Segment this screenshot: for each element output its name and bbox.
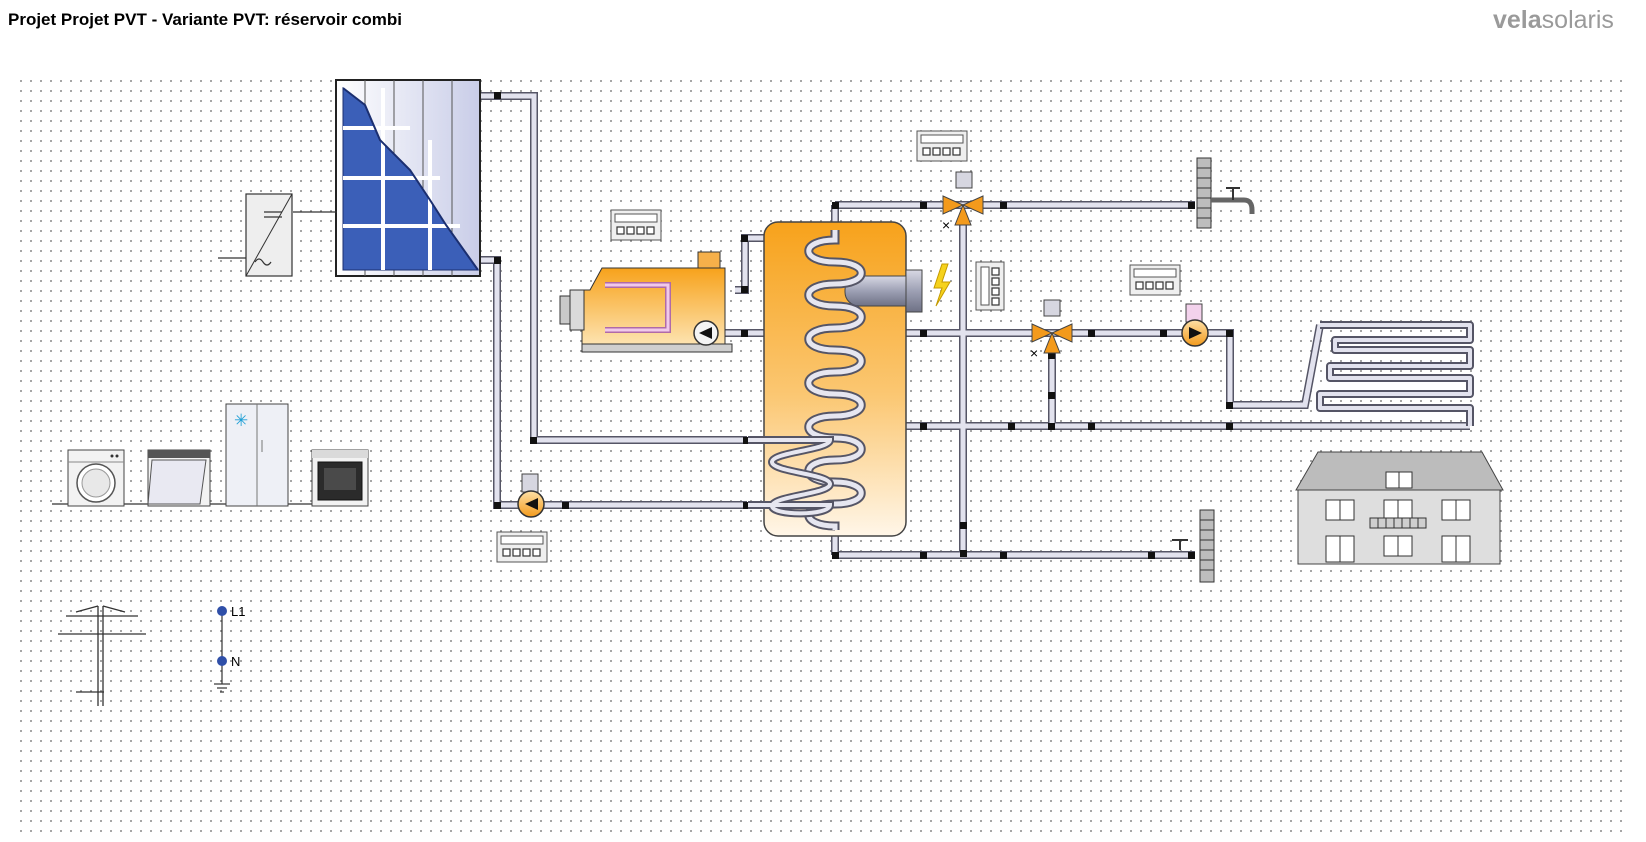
floor-heating-coil[interactable]	[1316, 321, 1474, 426]
pvt-collector-panel[interactable]	[335, 79, 481, 277]
house-icon[interactable]	[1295, 451, 1504, 565]
three-way-valve-icon[interactable]: ×	[942, 171, 984, 233]
controller-display[interactable]	[1129, 264, 1181, 296]
controller-display[interactable]	[610, 209, 662, 241]
inverter-icon[interactable]	[218, 193, 337, 277]
controller-display[interactable]	[496, 531, 548, 563]
n-label: N	[231, 654, 240, 669]
three-way-valve-icon[interactable]: ×	[1030, 299, 1073, 361]
washing-machine-icon[interactable]	[67, 449, 125, 507]
pipe-network	[480, 92, 1470, 559]
lightning-icon	[933, 263, 951, 307]
brand-logo: velasolaris	[1493, 6, 1614, 34]
tap-icon[interactable]	[1196, 157, 1255, 229]
svg-text:×: ×	[942, 217, 950, 233]
boiler-icon[interactable]	[559, 251, 733, 353]
n-terminal[interactable]	[217, 656, 227, 666]
controller-display[interactable]	[975, 261, 1005, 311]
pump-icon[interactable]	[517, 473, 545, 518]
controller-display[interactable]	[916, 130, 968, 162]
pump-icon[interactable]	[1181, 303, 1209, 347]
fridge-icon[interactable]: ✳	[225, 403, 289, 507]
svg-text:×: ×	[1030, 345, 1038, 361]
l1-terminal[interactable]	[217, 606, 227, 616]
oven-icon[interactable]	[311, 449, 369, 507]
svg-text:✳: ✳	[234, 411, 248, 430]
tap-icon[interactable]	[1172, 509, 1215, 583]
combi-tank[interactable]	[748, 221, 923, 537]
page-title: Projet Projet PVT - Variante PVT: réserv…	[8, 10, 402, 29]
dishwasher-icon[interactable]	[147, 449, 211, 507]
pump-icon[interactable]	[693, 320, 719, 346]
l1-label: L1	[231, 604, 245, 619]
electrical-terminals: L1 N	[214, 604, 245, 693]
power-pylon-icon[interactable]	[58, 605, 146, 706]
